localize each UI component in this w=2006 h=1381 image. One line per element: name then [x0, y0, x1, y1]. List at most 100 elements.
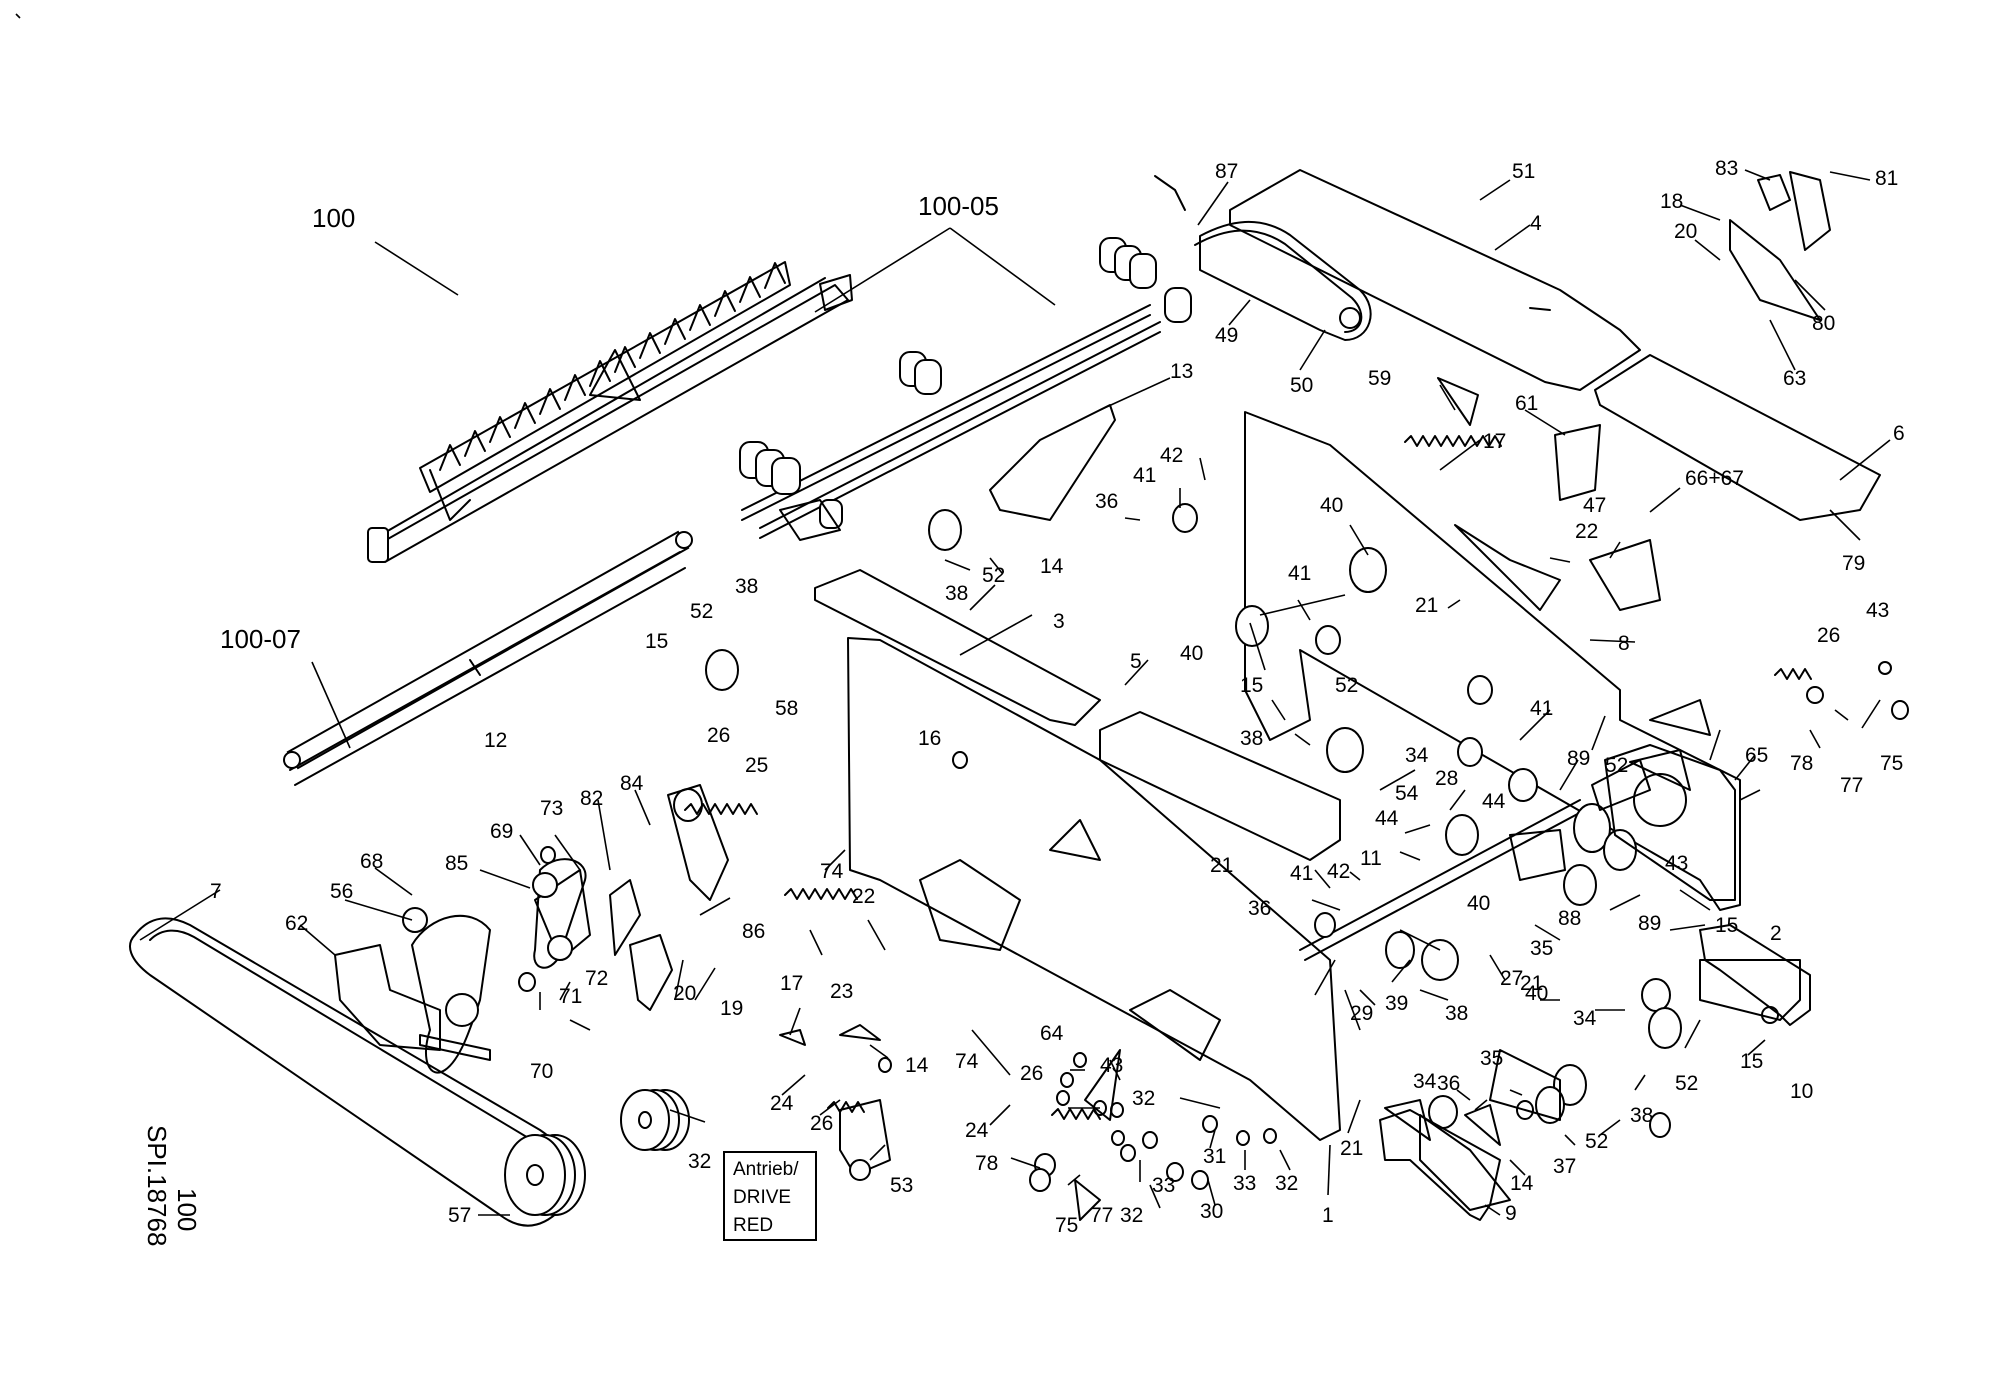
plate-5 [1099, 711, 1341, 861]
callout-62: 62 [285, 912, 308, 935]
drive-box-line-1: Antrieb/ [733, 1159, 799, 1180]
callout-74: 74 [820, 860, 844, 883]
callout-38: 38 [1240, 727, 1263, 750]
callout-15: 15 [1740, 1050, 1763, 1073]
callout-52: 52 [1605, 754, 1628, 777]
callout-34: 34 [1413, 1070, 1437, 1093]
callout-89: 89 [1567, 747, 1590, 770]
leader-lines [139, 169, 1891, 1216]
callout-38: 38 [735, 575, 758, 598]
callout-3: 3 [1053, 610, 1065, 633]
callout-75: 75 [1055, 1214, 1078, 1237]
callout-44: 44 [1375, 807, 1399, 830]
callout-80: 80 [1812, 312, 1835, 335]
callout-50: 50 [1290, 374, 1313, 397]
callout-74: 74 [955, 1050, 979, 1073]
callout-4: 4 [1530, 212, 1542, 235]
callout-43: 43 [1866, 599, 1889, 622]
callout-35: 35 [1530, 937, 1553, 960]
callout-26: 26 [707, 724, 730, 747]
callout-81: 81 [1875, 167, 1898, 190]
callout-14: 14 [1510, 1172, 1534, 1195]
drive-box-line-2: DRIVE [733, 1187, 791, 1208]
callout-32: 32 [688, 1150, 711, 1173]
callout-53: 53 [890, 1174, 913, 1197]
callout-40: 40 [1180, 642, 1203, 665]
callout-52: 52 [982, 564, 1005, 587]
callout-34: 34 [1405, 744, 1429, 767]
callout-1: 1 [1322, 1204, 1334, 1227]
callout-37: 37 [1553, 1155, 1576, 1178]
callout-54: 54 [1395, 782, 1419, 805]
callout-43: 43 [1100, 1054, 1123, 1077]
callout-83: 83 [1715, 157, 1738, 180]
callout-labels: 100 100-05 100-07 87 51 4 83 81 18 20 80… [210, 157, 1905, 1237]
callout-28: 28 [1435, 767, 1458, 790]
callout-17: 17 [1483, 430, 1506, 453]
callout-40: 40 [1320, 494, 1343, 517]
sheet-ref: 100 [172, 1188, 202, 1231]
drive-box: Antrieb/ DRIVE RED [723, 1151, 817, 1241]
drawing-id: SPI.18768 [142, 1125, 172, 1246]
callout-84: 84 [620, 772, 644, 795]
callout-22: 22 [852, 885, 875, 908]
motor-53 [839, 1099, 891, 1181]
callout-56: 56 [330, 880, 353, 903]
callout-100-05: 100-05 [918, 191, 999, 221]
callout-40: 40 [1525, 982, 1548, 1005]
callout-14: 14 [905, 1054, 929, 1077]
callout-8: 8 [1618, 632, 1630, 655]
callout-52: 52 [690, 600, 713, 623]
callout-88: 88 [1558, 907, 1581, 930]
callout-42: 42 [1327, 860, 1350, 883]
callout-24: 24 [965, 1119, 989, 1142]
plate-4 [1229, 169, 1641, 391]
callout-63: 63 [1783, 367, 1806, 390]
callout-68: 68 [360, 850, 383, 873]
callout-6: 6 [1893, 422, 1905, 445]
callout-69: 69 [490, 820, 513, 843]
callout-42: 42 [1160, 444, 1183, 467]
bracket-10 [1699, 924, 1811, 1026]
callout-38: 38 [945, 582, 968, 605]
callout-72: 72 [585, 967, 608, 990]
callout-70: 70 [530, 1060, 553, 1083]
callout-41: 41 [1133, 464, 1156, 487]
callout-2: 2 [1770, 922, 1782, 945]
callout-21: 21 [1340, 1137, 1363, 1160]
callout-14: 14 [1040, 555, 1064, 578]
callout-35: 35 [1480, 1047, 1503, 1070]
callout-41: 41 [1290, 862, 1313, 885]
callout-24: 24 [770, 1092, 794, 1115]
callout-21: 21 [1210, 854, 1233, 877]
callout-21: 21 [1415, 594, 1438, 617]
callout-32: 32 [1120, 1204, 1143, 1227]
callout-15: 15 [645, 630, 668, 653]
part-geometry [129, 169, 1909, 1227]
callout-86: 86 [742, 920, 765, 943]
callout-47: 47 [1583, 494, 1606, 517]
callout-34: 34 [1573, 1007, 1597, 1030]
callout-89: 89 [1638, 912, 1661, 935]
callout-49: 49 [1215, 324, 1238, 347]
callout-44: 44 [1482, 790, 1506, 813]
lower-roller-100-07 [283, 530, 693, 786]
callout-15: 15 [1240, 674, 1263, 697]
callout-58: 58 [775, 697, 798, 720]
callout-78: 78 [1790, 752, 1813, 775]
callout-16: 16 [918, 727, 941, 750]
drive-group-left [334, 858, 587, 1074]
callout-29: 29 [1350, 1002, 1373, 1025]
rake-assembly-100 [367, 261, 853, 563]
callout-7: 7 [210, 880, 222, 903]
cross-shaft-11 [1299, 799, 1586, 961]
callout-36: 36 [1095, 490, 1118, 513]
main-side-frame [1244, 411, 1741, 911]
plate-6 [1594, 354, 1881, 521]
callout-33: 33 [1152, 1174, 1175, 1197]
callout-12: 12 [484, 729, 507, 752]
callout-17: 17 [780, 972, 803, 995]
callout-57: 57 [448, 1204, 471, 1227]
callout-5: 5 [1130, 650, 1142, 673]
callout-18: 18 [1660, 190, 1683, 213]
